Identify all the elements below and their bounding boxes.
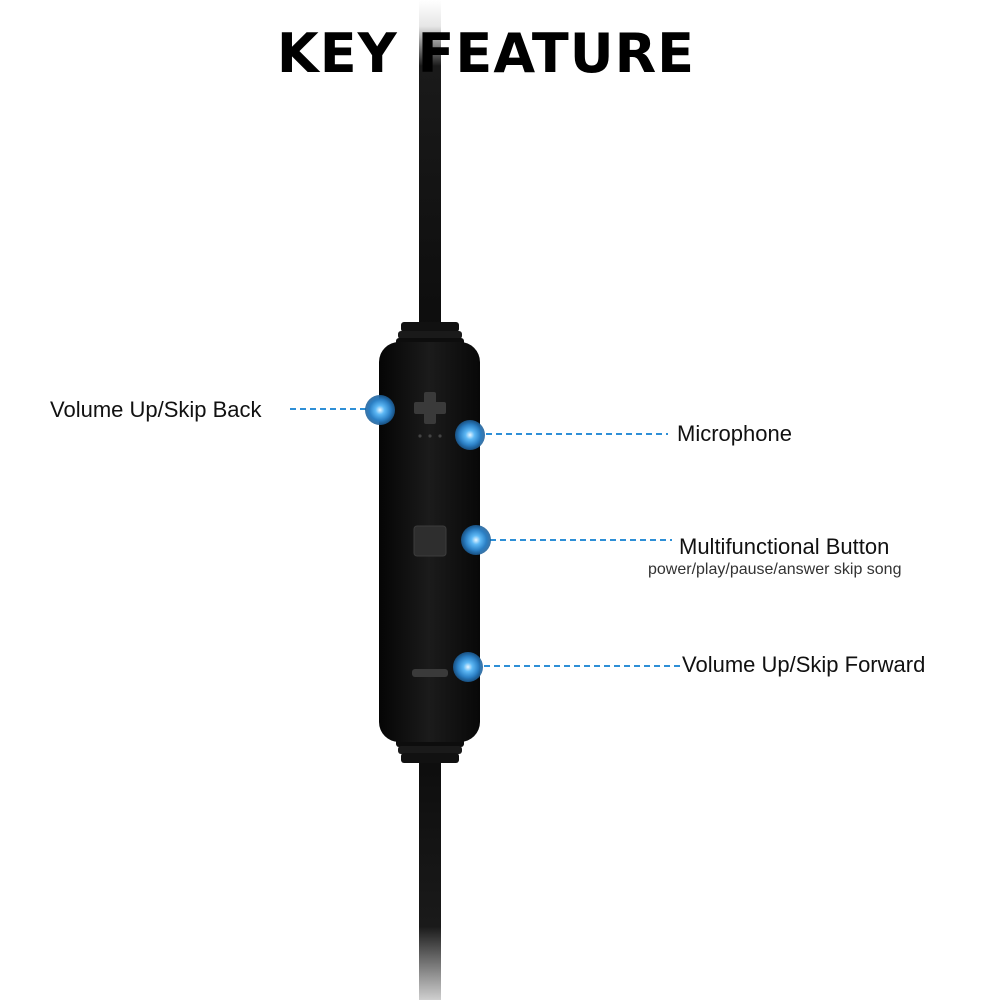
microphone-hole-icon (418, 434, 442, 438)
highlight-dot-multifunction (461, 525, 491, 555)
highlight-dot-volume-down (453, 652, 483, 682)
highlight-dot-microphone (455, 420, 485, 450)
highlight-dot-volume-up (365, 395, 395, 425)
minus-button-icon (412, 669, 448, 677)
callout-sublabel-multifunction: power/play/pause/answer skip song (648, 561, 902, 578)
plus-button-icon (414, 392, 446, 424)
square-button-icon (413, 525, 447, 557)
page-title: KEY FEATURE (276, 22, 696, 85)
callout-label-volume-up: Volume Up/Skip Back (50, 397, 262, 422)
callout-label-volume-down: Volume Up/Skip Forward (682, 652, 926, 677)
cable-top (419, 0, 441, 330)
callout-label-microphone: Microphone (677, 421, 792, 446)
cable-bottom (419, 755, 441, 1000)
callout-label-multifunction: Multifunctional Button (679, 534, 890, 559)
bottom-strain-relief (396, 737, 464, 763)
